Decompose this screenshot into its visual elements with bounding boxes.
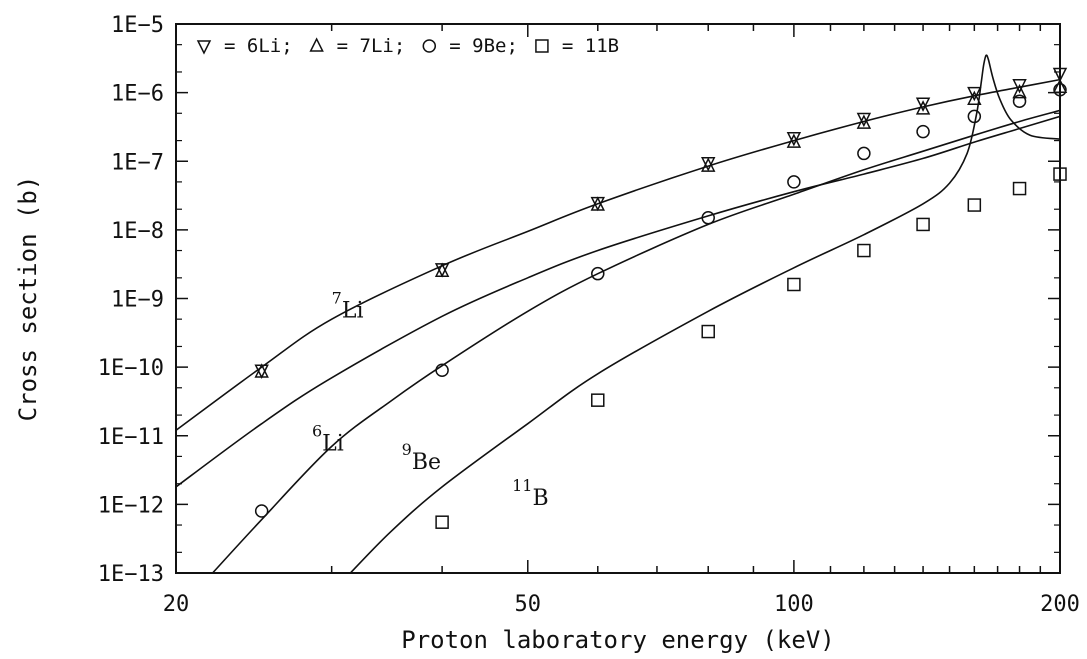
legend-label: = 11B xyxy=(562,35,619,57)
legend-label: = 7Li; xyxy=(337,35,406,57)
x-tick-label: 20 xyxy=(163,592,190,617)
data-point-7Li xyxy=(434,262,450,277)
data-point-7Li xyxy=(967,90,982,106)
data-point-9Be xyxy=(591,266,605,281)
y-tick-label: 1E−9 xyxy=(111,288,164,313)
y-tick-label: 1E−6 xyxy=(111,82,164,107)
data-point-7Li xyxy=(254,363,269,378)
curve-label-6Li: 6Li xyxy=(312,421,344,456)
data-point-11B xyxy=(857,243,871,258)
data-point-9Be xyxy=(701,211,715,225)
data-point-9Be xyxy=(787,175,801,189)
data-point-9Be xyxy=(916,124,930,139)
curve-label-11B: 11B xyxy=(512,476,549,511)
y-tick-label: 1E−5 xyxy=(111,13,164,38)
mass-number: 11 xyxy=(512,476,532,495)
data-point-9Be xyxy=(254,504,269,518)
data-point-6Li xyxy=(786,132,802,147)
y-tick-label: 1E−8 xyxy=(111,219,164,244)
curve-6Li xyxy=(176,115,1060,488)
data-point-9Be xyxy=(967,109,982,124)
data-point-9Be xyxy=(857,146,871,161)
y-axis-title: Cross section (b) xyxy=(14,176,42,422)
marker-layer xyxy=(254,67,1068,529)
data-point-11B xyxy=(591,393,605,407)
data-point-6Li xyxy=(1012,79,1027,94)
data-point-11B xyxy=(787,277,801,292)
legend-label: = 6Li; xyxy=(224,35,293,57)
data-point-7Li xyxy=(856,114,872,129)
tick-layer: 20 50 100 200 1E−5 1E−6 1E−7 1E−8 1E−9 1E−10 1E−11… xyxy=(98,13,1080,617)
element-symbol: B xyxy=(532,486,548,511)
curve-layer xyxy=(176,54,1060,573)
legend: = 6Li; = 7Li; = 9Be; = 11B xyxy=(196,35,619,57)
element-symbol: Be xyxy=(412,450,441,475)
curve-label-9Be: 9Be xyxy=(402,440,441,475)
data-point-6Li xyxy=(856,112,872,128)
data-point-7Li xyxy=(701,157,716,172)
x-tick-label: 50 xyxy=(515,592,542,617)
data-point-11B xyxy=(916,217,930,232)
y-tick-label: 1E−12 xyxy=(98,493,164,518)
data-point-6Li xyxy=(915,97,931,112)
y-tick-label: 1E−10 xyxy=(98,356,164,381)
data-point-9Be xyxy=(1012,94,1027,108)
mass-number: 6 xyxy=(312,421,322,440)
legend-marker-triangle-up xyxy=(309,37,324,52)
data-point-6Li xyxy=(967,86,982,102)
legend-marker-circle xyxy=(422,39,437,53)
data-point-11B xyxy=(967,198,982,212)
data-point-7Li xyxy=(786,133,802,148)
x-tick-label: 200 xyxy=(1040,592,1080,617)
y-tick-label: 1E−11 xyxy=(98,425,164,450)
legend-marker-triangle-down xyxy=(196,40,212,55)
element-symbol: Li xyxy=(342,298,364,323)
x-tick-label: 100 xyxy=(774,592,814,617)
plot-frame xyxy=(175,23,1061,574)
data-point-7Li xyxy=(915,100,931,115)
data-point-11B xyxy=(701,324,715,339)
data-point-7Li xyxy=(1012,83,1027,99)
y-tick-label: 1E−7 xyxy=(111,150,164,175)
mass-number: 9 xyxy=(402,440,412,459)
x-axis-title: Proton laboratory energy (keV) xyxy=(401,626,834,654)
legend-marker-square xyxy=(535,39,549,53)
data-point-11B xyxy=(435,515,449,529)
legend-label: = 9Be; xyxy=(449,35,518,57)
data-point-7Li xyxy=(590,196,605,211)
mass-number: 7 xyxy=(332,288,342,307)
curve-11B xyxy=(349,54,1060,573)
element-symbol: Li xyxy=(322,431,344,456)
curve-9Be xyxy=(212,109,1060,573)
curve-7Li xyxy=(176,78,1060,431)
data-point-9Be xyxy=(435,363,449,378)
data-point-11B xyxy=(1012,181,1027,196)
y-tick-label: 1E−13 xyxy=(98,562,164,587)
curve-label-7Li: 7Li xyxy=(332,288,364,323)
